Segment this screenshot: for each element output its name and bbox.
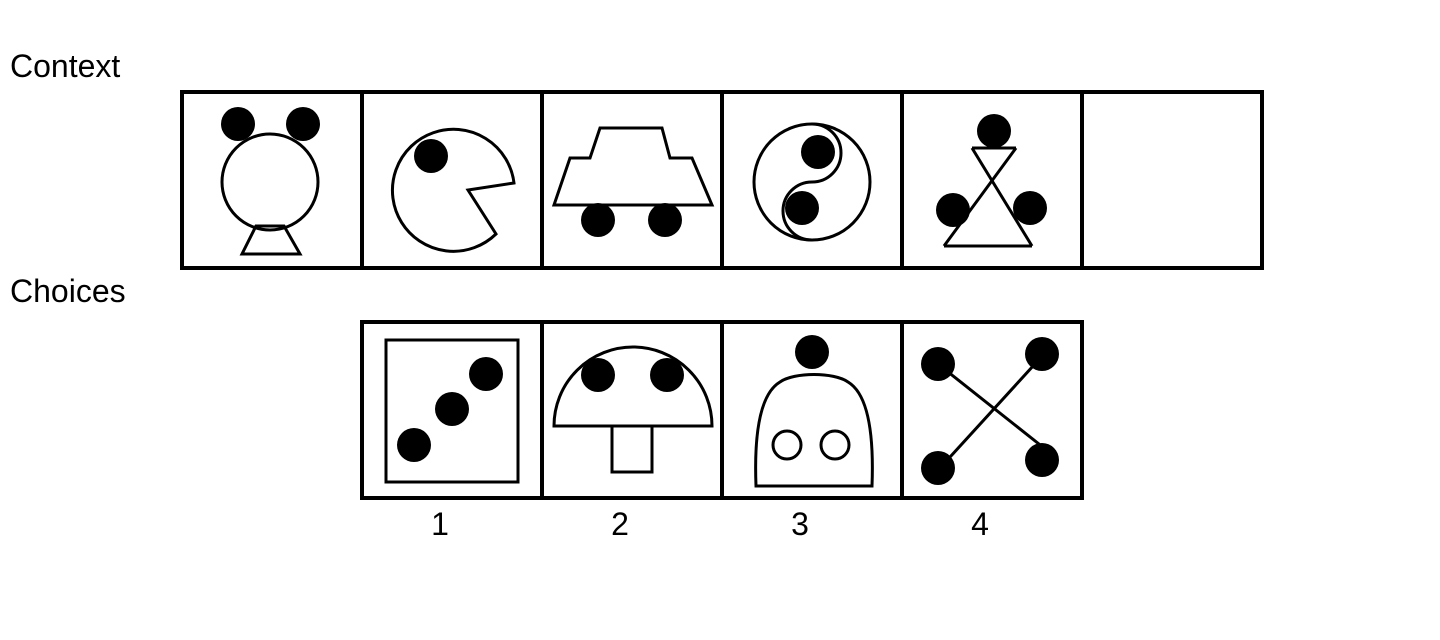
hourglass-figure [936,114,1047,248]
car-figure [551,126,715,237]
context-strip [180,90,1264,270]
context-panel-1 [184,94,360,266]
choices-strip [360,320,1084,500]
mouse-face-figure [220,107,320,256]
choice-panel-3[interactable] [720,324,900,496]
choice-panel-1[interactable] [364,324,540,496]
yin-yang-figure [752,122,872,242]
crossed-lines-figure [921,337,1059,485]
mushroom-figure [552,345,714,474]
dice-figure [384,338,520,484]
context-panel-5 [900,94,1080,266]
choice-number-4: 4 [971,506,989,542]
empty-answer-slot[interactable] [1080,94,1260,266]
choices-label: Choices [10,273,126,309]
context-panel-2 [360,94,540,266]
context-panel-4 [720,94,900,266]
context-panel-3 [540,94,720,266]
choice-number-1: 1 [431,506,449,542]
choice-panel-4[interactable] [900,324,1080,496]
pacman-figure [390,127,516,253]
choice-panel-2[interactable] [540,324,720,496]
choice-number-3: 3 [791,506,809,542]
context-label: Context [10,48,121,84]
bell-figure [754,335,874,488]
choice-number-2: 2 [611,506,629,542]
